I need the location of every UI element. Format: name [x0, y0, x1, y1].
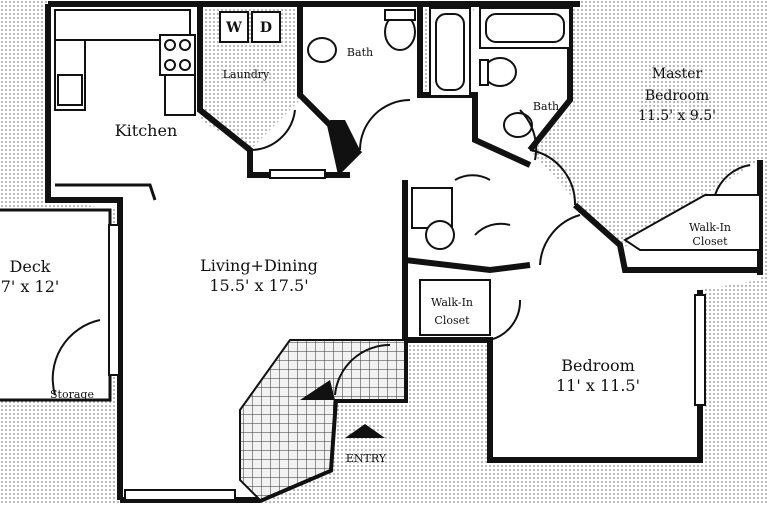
bedroom-label: Bedroom: [561, 356, 635, 375]
dryer-label: D: [260, 20, 272, 36]
deck-size: 7' x 12': [1, 277, 60, 296]
stair-shade: [300, 380, 335, 400]
windows: [108, 169, 706, 501]
doors: [51, 99, 751, 396]
laundry-appliances: [219, 11, 281, 43]
washer-label: W: [225, 20, 242, 36]
wall-shade: [330, 120, 360, 170]
walkin1-closet-outline: [623, 194, 761, 251]
walkin1-label-line2: Closet: [692, 235, 728, 248]
entry-arrow-icon: [345, 424, 385, 438]
laundry-label: Laundry: [223, 68, 270, 81]
walkin2-label-line2: Closet: [434, 314, 470, 327]
utility-fixtures: [411, 187, 455, 250]
bath1-label: Bath: [347, 46, 373, 59]
bedroom-size: 11' x 11.5': [556, 376, 640, 395]
walkin1-label-line1: Walk-In: [689, 221, 731, 234]
living-size: 15.5' x 17.5': [209, 276, 308, 295]
entry-label: ENTRY: [346, 452, 387, 465]
living-label: Living+Dining: [200, 256, 318, 275]
room-labels: Kitchen W D Laundry Bath Bath Master Bed…: [1, 20, 731, 465]
kitchen-label: Kitchen: [115, 121, 178, 140]
bath2-label: Bath: [533, 100, 559, 113]
walkin2-label-line1: Walk-In: [431, 296, 473, 309]
deck-label: Deck: [10, 257, 51, 276]
master-size: 11.5' x 9.5': [638, 108, 716, 124]
kitchen-fixtures: [54, 9, 196, 116]
storage-label: Storage: [50, 388, 94, 401]
bath1-fixtures: [307, 7, 471, 97]
master-label-line2: Bedroom: [645, 88, 709, 104]
master-label-line1: Master: [652, 66, 703, 82]
walkin2-closet-outline: [419, 279, 491, 336]
bath2-fixtures: [479, 7, 571, 138]
